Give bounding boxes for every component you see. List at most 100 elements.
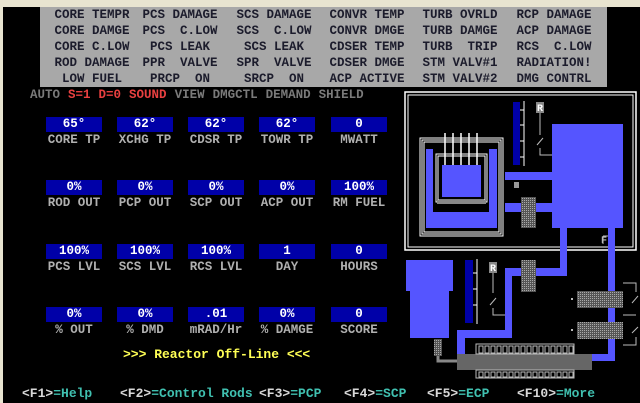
function-key-f5[interactable]: <F5>=ECP [427,386,489,402]
gauge: 0%ROD OUT [46,180,102,210]
mode-toggle-s1[interactable]: S=1 [68,88,91,102]
gauge-label: HOURS [340,260,378,274]
annunciator-light: PCS LEAK [149,40,210,54]
function-key-f1[interactable]: <F1>=Help [22,386,92,402]
steam-valve-indicator: F [601,235,608,247]
annunciator-light: PCS C.LOW [142,24,218,38]
gauge: 100%SCS LVL [117,244,173,274]
gauge-value: 100% [188,244,244,259]
mode-toggle-auto[interactable]: AUTO [30,88,61,102]
condenser-tube [562,371,568,378]
mode-toggle-sound[interactable]: SOUND [129,88,167,102]
gauge: 100%RM FUEL [331,180,387,210]
mode-toggle-d0[interactable]: D=0 [98,88,122,102]
condenser-tube [502,345,508,354]
condenser-tube [562,345,568,354]
condenser[interactable] [457,343,592,379]
annunciator-light: CDSER DMGE [329,56,405,70]
key-action: =PCP [290,386,322,401]
pressurizer-level-2 [465,259,478,324]
annunciator-light: DMG CONTRL [516,72,592,86]
condenser-tube [508,371,514,378]
gauge: 62°CDSR TP [188,117,244,147]
gauge-value: 62° [188,117,244,132]
gauge-label: SCS LVL [118,260,172,274]
relief-valve-1[interactable]: R [536,102,552,156]
annunciator-light: RADIATION! [516,56,592,70]
steam-generator[interactable] [552,124,623,228]
primary-pump[interactable] [521,197,536,228]
gauge-value: 100% [46,244,102,259]
window-frame-top [0,0,640,7]
annunciator-light: PPR VALVE [142,56,218,70]
condenser-tube [538,371,544,378]
cooling-tower-fans[interactable] [571,282,639,346]
function-key-f3[interactable]: <F3>=PCP [259,386,321,402]
condenser-tube [478,371,484,378]
mode-toggle-demand[interactable]: DEMAND [265,88,311,102]
condenser-tube [556,345,562,354]
function-key-f2[interactable]: <F2>=Control Rods [120,386,253,402]
annunciator-light: SRCP ON [243,72,304,86]
key-action: =More [556,386,596,401]
condenser-tube [490,371,496,378]
gauge: 0%SCP OUT [188,180,244,210]
condenser-tube [544,345,550,354]
condenser-tube [568,371,574,378]
annunciator-light: SCS LEAK [243,40,304,54]
condenser-tube [484,371,490,378]
condenser-tube [508,345,514,354]
annunciator-light: PRCP ON [149,72,210,86]
function-key-f10[interactable]: <F10>=More [517,386,595,402]
key-label: <F10> [517,386,557,401]
annunciator-light: TURB TRIP [422,40,498,54]
reactor-vessel[interactable] [419,137,504,237]
gauge-value: 65° [46,117,102,132]
key-label: <F3> [259,386,291,401]
auxiliary-pump[interactable] [434,339,442,356]
gauge: 0%% DMD [117,307,173,337]
condenser-tube [538,345,544,354]
relief-valve-2[interactable]: R [489,262,505,316]
condenser-tube [502,371,508,378]
condenser-tube [496,371,502,378]
mode-toggle-view[interactable]: VIEW [174,88,205,102]
key-label: <F4> [344,386,376,401]
gauge-value: 62° [117,117,173,132]
gauge-label: CORE TP [47,133,101,147]
gauge-label: % OUT [55,323,93,337]
gauge-value: 1 [259,244,315,259]
gauge-value: .01 [188,307,244,322]
gauge-value: 0% [117,307,173,322]
window-frame-left [0,0,3,403]
svg-text:R: R [537,104,543,115]
condenser-tube [544,371,550,378]
gauge: 100%PCS LVL [46,244,102,274]
condenser-tube [556,371,562,378]
condenser-tube [484,345,490,354]
function-key-f4[interactable]: <F4>=SCP [344,386,406,402]
gauge-label: RCS LVL [189,260,243,274]
gauge-label: mRAD/Hr [189,323,243,337]
gauge: 62°TOWR TP [259,117,315,147]
key-label: <F2> [120,386,152,401]
gauge: 0%ACP OUT [259,180,315,210]
svg-text:F: F [601,236,607,247]
gauge-value: 100% [117,244,173,259]
annunciator-light: ACP ACTIVE [329,72,405,86]
gauge-label: PCS LVL [47,260,101,274]
gauge-value: 0% [259,307,315,322]
gauge-value: 0 [331,307,387,322]
mode-toggle-dmgctl[interactable]: DMGCTL [212,88,258,102]
gauge-label: SCP OUT [189,196,243,210]
gauge-label: % DMD [126,323,164,337]
condenser-tube [478,345,484,354]
key-action: =SCP [375,386,407,401]
gauge: 0%% DAMGE [259,307,315,337]
annunciator-light: RCP DAMAGE [516,8,592,22]
mode-toggle-shield[interactable]: SHIELD [318,88,364,102]
annunciator-light: CORE TEMPR [54,8,130,22]
secondary-pump[interactable] [521,260,536,292]
